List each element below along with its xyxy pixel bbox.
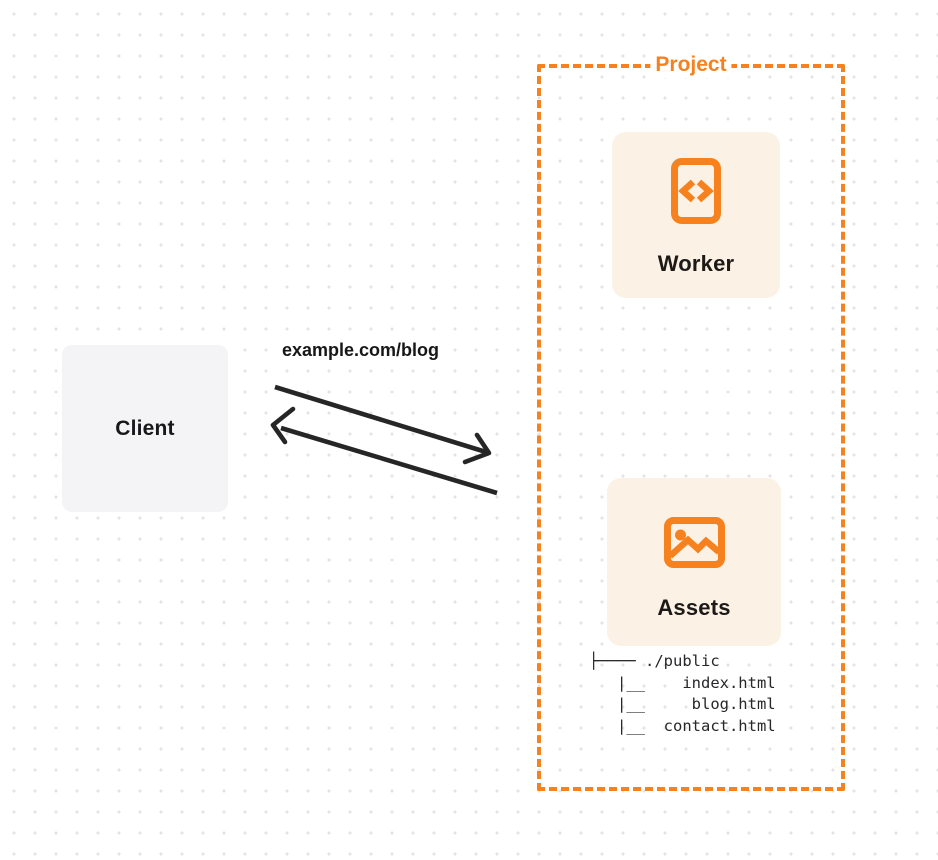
response-arrow-line bbox=[280, 425, 498, 496]
request-url-label: example.com/blog bbox=[282, 340, 440, 360]
worker-label: Worker bbox=[657, 251, 735, 276]
client-node: Client bbox=[62, 345, 228, 512]
project-container: Project Worker Assets ├──── ./public |__… bbox=[537, 52, 845, 791]
request-arrow-line bbox=[274, 384, 487, 455]
response-arrowhead bbox=[270, 406, 296, 445]
tree-line-index: |__ index.html bbox=[589, 673, 776, 692]
request-arrowhead bbox=[462, 432, 492, 465]
client-label: Client bbox=[115, 416, 175, 440]
worker-node: Worker bbox=[612, 132, 780, 298]
tree-line-public: ├──── ./public bbox=[589, 652, 720, 670]
assets-node: Assets bbox=[607, 478, 781, 646]
assets-label: Assets bbox=[657, 595, 731, 620]
tree-line-blog: |__ blog.html bbox=[589, 695, 776, 713]
tree-line-contact: |__ contact.html bbox=[589, 716, 776, 735]
code-file-icon bbox=[671, 158, 721, 224]
image-icon bbox=[663, 517, 725, 568]
assets-file-tree: ├──── ./public |__ index.html |__ blog.h… bbox=[589, 651, 776, 737]
project-label: Project bbox=[650, 52, 732, 78]
